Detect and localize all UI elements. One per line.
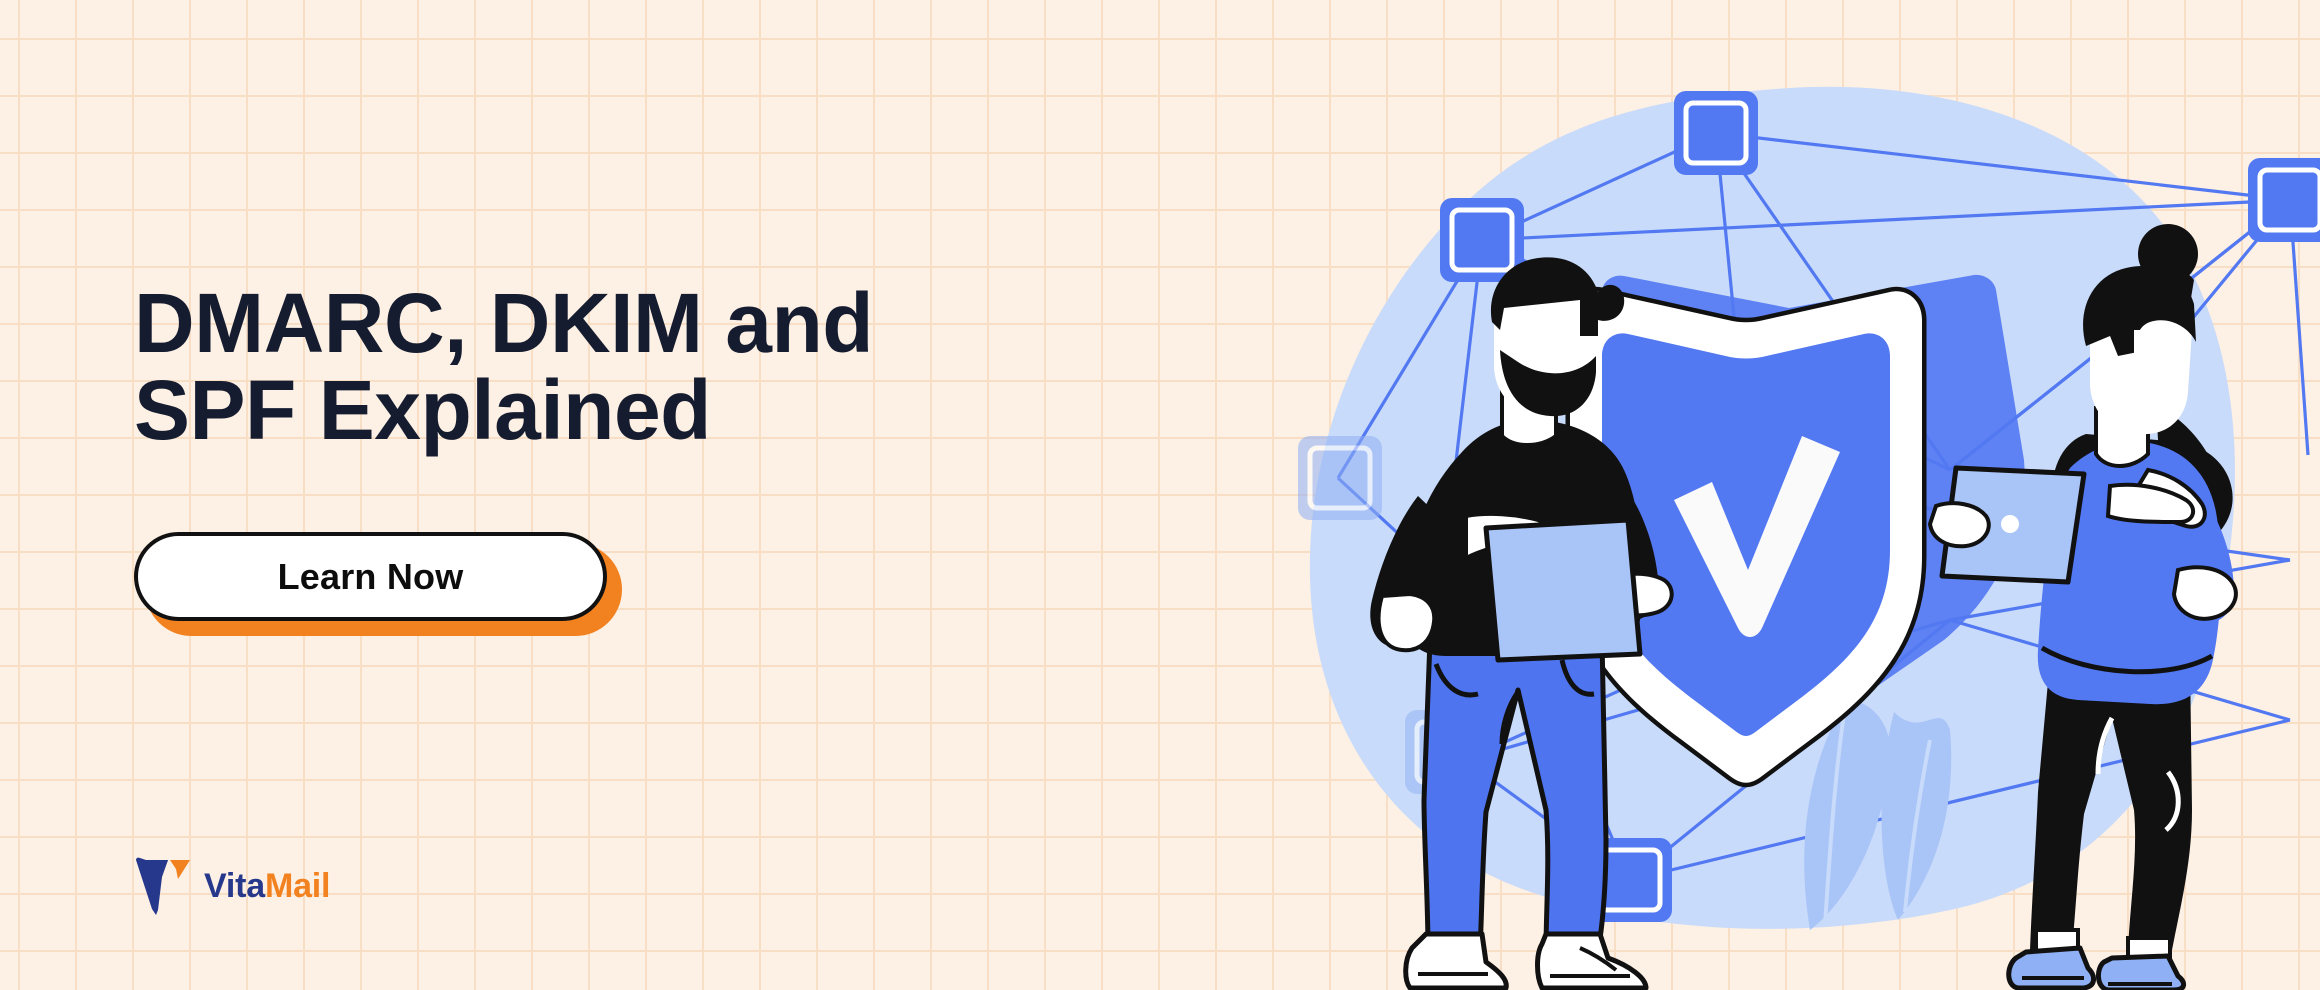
learn-now-button[interactable]: Learn Now: [134, 532, 607, 621]
network-node-upper-right[interactable]: [2248, 158, 2320, 242]
page-title: DMARC, DKIM and SPF Explained: [134, 276, 874, 458]
security-shield-check: [1565, 274, 2025, 788]
hero-content: DMARC, DKIM and SPF Explained Learn Now …: [134, 0, 1134, 990]
man-with-tablet: [1370, 257, 1674, 990]
email-security-network-illustration: [1250, 0, 2320, 990]
leaf-decoration: [1804, 699, 1952, 930]
network-node-top[interactable]: [1674, 91, 1758, 175]
vitamail-logo[interactable]: VitaMail: [134, 855, 330, 917]
logo-text-mail: Mail: [264, 866, 331, 905]
cta-container: Learn Now: [134, 532, 622, 636]
logo-wordmark: VitaMail: [204, 867, 330, 906]
network-node-upper-left[interactable]: [1440, 198, 1524, 282]
network-node-bottom[interactable]: [1588, 838, 1672, 922]
network-node-left-faded: [1298, 436, 1382, 520]
vitamail-v-mark-icon: [134, 855, 190, 917]
logo-text-vita: Vita: [204, 866, 265, 905]
woman-with-laptop: [1927, 224, 2238, 990]
